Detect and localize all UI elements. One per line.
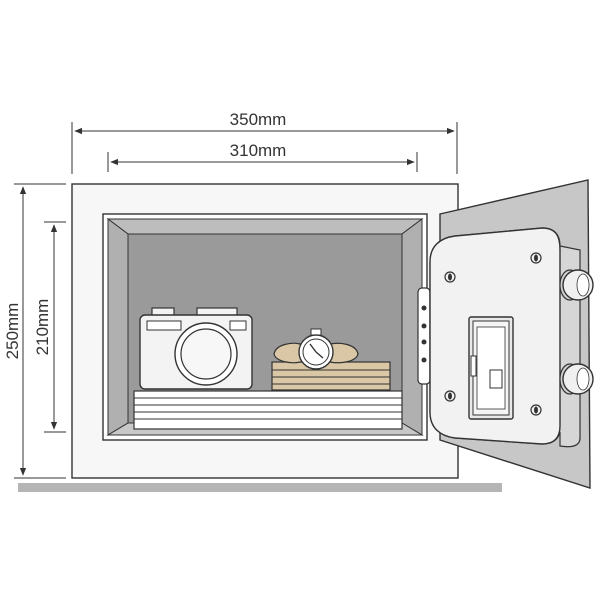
dimension-outer-height: 250mm — [3, 183, 66, 479]
book-stack-icon — [133, 390, 403, 430]
dimension-inner-width: 310mm — [107, 141, 418, 172]
inner-height-label: 210mm — [33, 299, 52, 356]
dimension-outer-width: 350mm — [71, 110, 458, 174]
floor-line — [18, 483, 502, 492]
outer-width-label: 350mm — [230, 110, 287, 129]
hinge-icon — [417, 287, 431, 385]
inner-width-label: 310mm — [230, 141, 287, 160]
handle-knob-icon — [559, 269, 594, 301]
outer-height-label: 250mm — [3, 303, 22, 360]
dimension-inner-height: 210mm — [33, 221, 66, 433]
keypad-lock-icon — [468, 316, 514, 420]
watch-icon — [271, 328, 391, 391]
handle-knob-icon — [559, 363, 594, 395]
camera-icon — [139, 307, 253, 390]
